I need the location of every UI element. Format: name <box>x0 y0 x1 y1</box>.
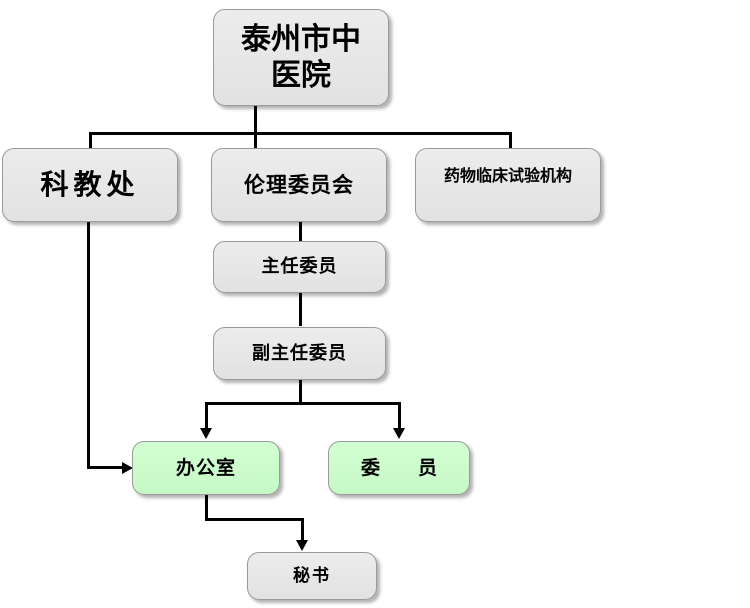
arrowhead-office <box>200 428 212 439</box>
node-office[interactable]: 办公室 <box>132 441 280 495</box>
node-chairman[interactable]: 主任委员 <box>213 241 386 293</box>
node-science-dept-label: 科教处 <box>40 168 140 202</box>
edge-vice-stem <box>299 380 302 404</box>
node-ethics-cmte[interactable]: 伦理委员会 <box>211 148 387 222</box>
edge-vice-bus <box>205 402 401 405</box>
edge-drop-secretary <box>301 518 304 542</box>
edge-drop-ethics-cmte <box>254 132 257 150</box>
arrowhead-secretary <box>296 540 308 551</box>
edge-chairman-to-vice <box>299 292 302 326</box>
node-vice-chairman-label: 副主任委员 <box>252 342 347 364</box>
edge-drop-office <box>205 402 208 430</box>
edge-drop-science-dept <box>89 132 92 150</box>
node-office-label: 办公室 <box>175 456 236 479</box>
node-trial-org[interactable]: 药物临床试验机构 <box>415 148 601 222</box>
edge-office-stem <box>205 495 208 520</box>
node-chairman-label: 主任委员 <box>261 256 338 278</box>
node-hospital[interactable]: 泰州市中 医院 <box>213 9 389 106</box>
edge-top-bus <box>89 132 512 135</box>
node-vice-chairman[interactable]: 副主任委员 <box>213 327 386 380</box>
edge-drop-member <box>398 402 401 430</box>
node-hospital-label: 泰州市中 医院 <box>241 22 361 93</box>
edge-science-to-office-horizontal <box>87 466 126 469</box>
arrowhead-member <box>393 428 405 439</box>
node-trial-org-label: 药物临床试验机构 <box>443 166 572 185</box>
edge-drop-trial-org <box>509 132 512 150</box>
edge-office-to-secretary-bus <box>205 518 304 521</box>
node-member[interactable]: 委 员 <box>328 441 470 495</box>
node-science-dept[interactable]: 科教处 <box>2 148 178 222</box>
edge-science-to-office-vertical <box>87 221 90 468</box>
edge-ethics-to-chairman <box>299 221 302 242</box>
arrowhead-office-left <box>122 462 133 474</box>
node-secretary[interactable]: 秘书 <box>247 552 377 600</box>
node-member-label: 委 员 <box>360 456 437 479</box>
node-ethics-cmte-label: 伦理委员会 <box>244 172 354 197</box>
node-secretary-label: 秘书 <box>293 565 331 586</box>
edge-hospital-stem <box>254 105 257 134</box>
